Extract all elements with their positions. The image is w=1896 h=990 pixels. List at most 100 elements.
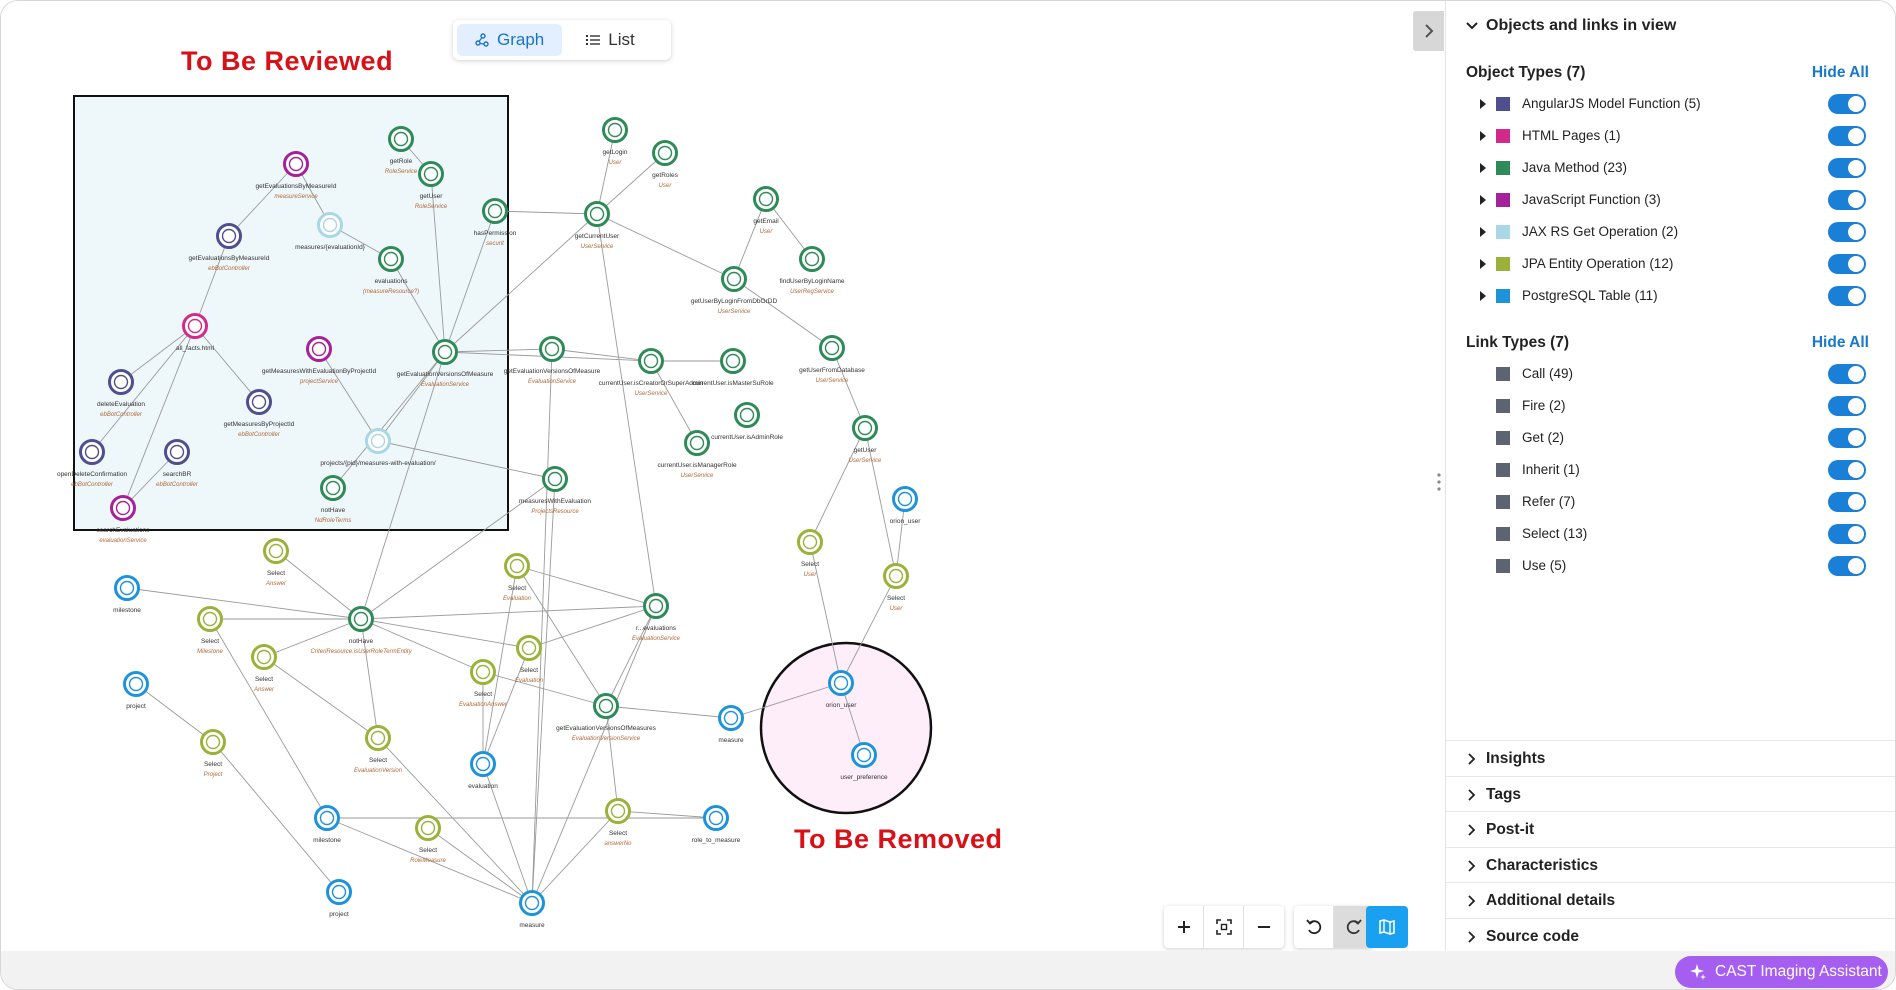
object-type-visibility-toggle[interactable] xyxy=(1828,94,1866,114)
link-type-visibility-toggle[interactable] xyxy=(1828,460,1866,480)
graph-node[interactable]: getMeasuresWithEvaluationByProjectIdproj… xyxy=(262,336,377,386)
graph-node[interactable]: measures/{evaluationId} xyxy=(295,212,366,252)
graph-node[interactable]: milestone xyxy=(313,805,341,845)
undo-button[interactable] xyxy=(1294,906,1334,948)
graph-node[interactable]: user_preference xyxy=(840,742,888,782)
graph-node[interactable]: currentUser.isMasterSuRole xyxy=(692,348,774,388)
graph-node[interactable]: role_to_measure xyxy=(692,805,741,845)
graph-view-button[interactable]: Graph xyxy=(457,24,563,56)
object-types-hide-all[interactable]: Hide All xyxy=(1811,64,1869,81)
link-type-color-swatch xyxy=(1496,495,1510,509)
object-type-visibility-toggle[interactable] xyxy=(1828,190,1866,210)
collapse-panel-button[interactable] xyxy=(1413,11,1444,51)
caret-right-icon[interactable] xyxy=(1480,291,1486,301)
list-view-button[interactable]: List xyxy=(568,24,652,56)
object-type-visibility-toggle[interactable] xyxy=(1828,254,1866,274)
caret-right-icon[interactable] xyxy=(1480,131,1486,141)
zoom-out-button[interactable] xyxy=(1244,906,1284,948)
accordion-tags[interactable]: Tags xyxy=(1446,775,1895,813)
link-types-hide-all[interactable]: Hide All xyxy=(1811,334,1869,351)
caret-right-icon[interactable] xyxy=(1480,259,1486,269)
object-type-visibility-toggle[interactable] xyxy=(1828,286,1866,306)
graph-node[interactable]: evaluations(measureResource?) xyxy=(363,246,419,296)
graph-node[interactable]: all_facts.html xyxy=(176,313,215,353)
graph-node[interactable]: projects/{pid}/measures-with-evaluation/ xyxy=(320,428,436,468)
graph-node[interactable]: orion_user xyxy=(890,486,922,526)
graph-node[interactable]: getEvaluationVersionsOfMeasureEvaluation… xyxy=(504,336,601,386)
zoom-in-button[interactable] xyxy=(1164,906,1204,948)
accordion-source-code[interactable]: Source code xyxy=(1446,917,1895,955)
caret-right-icon[interactable] xyxy=(1480,99,1486,109)
graph-node[interactable]: orion_user xyxy=(826,670,858,710)
minimap-button[interactable] xyxy=(1366,906,1408,948)
accordion-characteristics[interactable]: Characteristics xyxy=(1446,846,1895,884)
panel-resize-handle[interactable] xyxy=(1436,471,1442,493)
link-type-visibility-toggle[interactable] xyxy=(1828,524,1866,544)
graph-node[interactable]: notHaveCriteriResource.isUserRoleTermEnt… xyxy=(310,606,413,656)
graph-node[interactable]: project xyxy=(123,671,149,711)
graph-node[interactable]: getEvaluationVersionsOfMeasuresEvaluatio… xyxy=(556,693,657,743)
object-type-visibility-toggle[interactable] xyxy=(1828,158,1866,178)
graph-node[interactable]: getEvaluationVersionsOfMeasureEvaluation… xyxy=(397,339,494,389)
caret-right-icon[interactable] xyxy=(1480,163,1486,173)
link-type-visibility-toggle[interactable] xyxy=(1828,556,1866,576)
graph-node[interactable]: evaluation xyxy=(468,751,498,791)
graph-node[interactable]: measure xyxy=(718,705,744,745)
link-type-visibility-toggle[interactable] xyxy=(1828,364,1866,384)
graph-node[interactable]: currentUser.isCreatorOrSuperAdminUserSer… xyxy=(599,348,704,398)
accordion-insights[interactable]: Insights xyxy=(1446,740,1895,777)
object-type-visibility-toggle[interactable] xyxy=(1828,126,1866,146)
accordion-post-it[interactable]: Post-it xyxy=(1446,811,1895,848)
fit-view-button[interactable] xyxy=(1204,906,1244,948)
graph-node[interactable]: measure xyxy=(519,890,545,930)
caret-right-icon[interactable] xyxy=(1480,227,1486,237)
graph-node[interactable]: project xyxy=(326,879,352,919)
imaging-assistant-button[interactable]: CAST Imaging Assistant xyxy=(1675,956,1888,988)
link-type-visibility-toggle[interactable] xyxy=(1828,396,1866,416)
accordion-additional-details[interactable]: Additional details xyxy=(1446,882,1895,919)
graph-node[interactable]: milestone xyxy=(113,575,141,615)
link-type-visibility-toggle[interactable] xyxy=(1828,428,1866,448)
link-type-visibility-toggle[interactable] xyxy=(1828,492,1866,512)
graph-node[interactable]: currentUser.isAdminRole xyxy=(711,402,783,442)
caret-right-icon[interactable] xyxy=(1480,195,1486,205)
objects-links-header[interactable]: Objects and links in view xyxy=(1466,17,1676,35)
object-type-visibility-toggle[interactable] xyxy=(1828,222,1866,242)
